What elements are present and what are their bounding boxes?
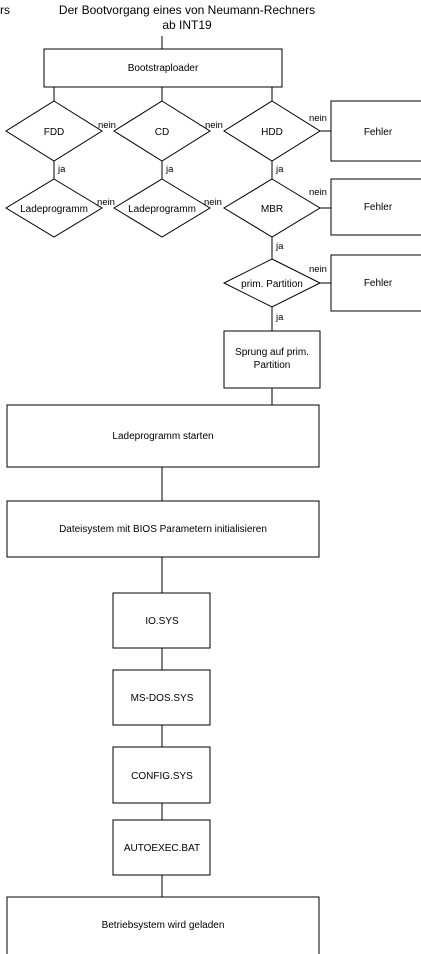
node-lade2: Ladeprogramm (113, 178, 211, 238)
node-fehler2-label: Fehler (364, 202, 393, 213)
node-iosys: IO.SYS (112, 592, 211, 649)
node-fdd: FDD (5, 100, 103, 162)
node-autoexec-label: AUTOEXEC.BAT (124, 843, 200, 854)
edge-label-fdd-lade: ja (57, 164, 66, 175)
node-config-label: CONFIG.SYS (131, 771, 193, 782)
node-config: CONFIG.SYS (112, 746, 211, 804)
edge-label-lade2-mbr: nein (204, 197, 222, 208)
edge-label-mbr-fehler: nein (309, 187, 327, 198)
node-fehler3-label: Fehler (364, 278, 393, 289)
node-fehler2: Fehler (330, 178, 421, 236)
node-bootstrap: Bootstraploader (43, 48, 283, 88)
node-fehler3: Fehler (330, 254, 421, 312)
node-msdos-label: MS-DOS.SYS (131, 693, 194, 704)
edge-label-prim-fehler: nein (309, 264, 327, 275)
node-dateisystem: Dateisystem mit BIOS Parametern initiali… (6, 500, 320, 558)
node-prim: prim. Partition (222, 258, 322, 308)
node-msdos: MS-DOS.SYS (112, 669, 211, 726)
node-betrieb-label: Betriebsystem wird geladen (102, 920, 225, 931)
node-betrieb: Betriebsystem wird geladen (6, 896, 320, 954)
node-mbr: MBR (223, 178, 321, 238)
edge-labels: nein nein nein ja ja ja nein nein nein j… (57, 113, 327, 323)
edges (53, 36, 331, 897)
diagram-title-line1: Der Bootvorgang eines von Neumann-Rechne… (59, 3, 315, 17)
node-hdd-label: HDD (261, 127, 283, 138)
node-fdd-label: FDD (44, 127, 65, 138)
edge-label-lade1-lade2: nein (97, 197, 115, 208)
node-bootstrap-label: Bootstraploader (128, 63, 199, 74)
node-lade1: Ladeprogramm (5, 178, 103, 238)
title-fragment: rs (0, 3, 10, 17)
node-sprung-label-line1: Sprung auf prim. (235, 347, 309, 358)
node-start: Ladeprogramm starten (6, 404, 320, 468)
node-cd: CD (113, 100, 211, 162)
node-dateisystem-label: Dateisystem mit BIOS Parametern initiali… (59, 524, 267, 535)
diagram-title-line2: ab INT19 (162, 18, 212, 32)
node-lade1-label: Ladeprogramm (20, 204, 88, 215)
node-autoexec: AUTOEXEC.BAT (112, 819, 211, 876)
edge-label-cd-lade: ja (165, 164, 174, 175)
node-cd-label: CD (155, 127, 169, 138)
edge-label-mbr-prim: ja (275, 241, 284, 252)
edge-label-fdd-cd: nein (98, 120, 116, 131)
node-iosys-label: IO.SYS (145, 616, 179, 627)
edge-label-hdd-fehler: nein (309, 113, 327, 124)
node-lade2-label: Ladeprogramm (128, 204, 196, 215)
node-mbr-label: MBR (261, 204, 283, 215)
node-fehler1-label: Fehler (364, 127, 393, 138)
node-fehler1: Fehler (330, 100, 421, 162)
node-sprung-label-line2: Partition (254, 360, 291, 371)
edge-label-cd-hdd: nein (205, 120, 223, 131)
edge-label-hdd-mbr: ja (275, 164, 284, 175)
node-hdd: HDD (223, 100, 321, 162)
node-start-label: Ladeprogramm starten (112, 431, 213, 442)
node-prim-label: prim. Partition (241, 279, 303, 290)
edge-label-prim-sprung: ja (275, 312, 284, 323)
node-sprung: Sprung auf prim. Partition (223, 330, 321, 389)
